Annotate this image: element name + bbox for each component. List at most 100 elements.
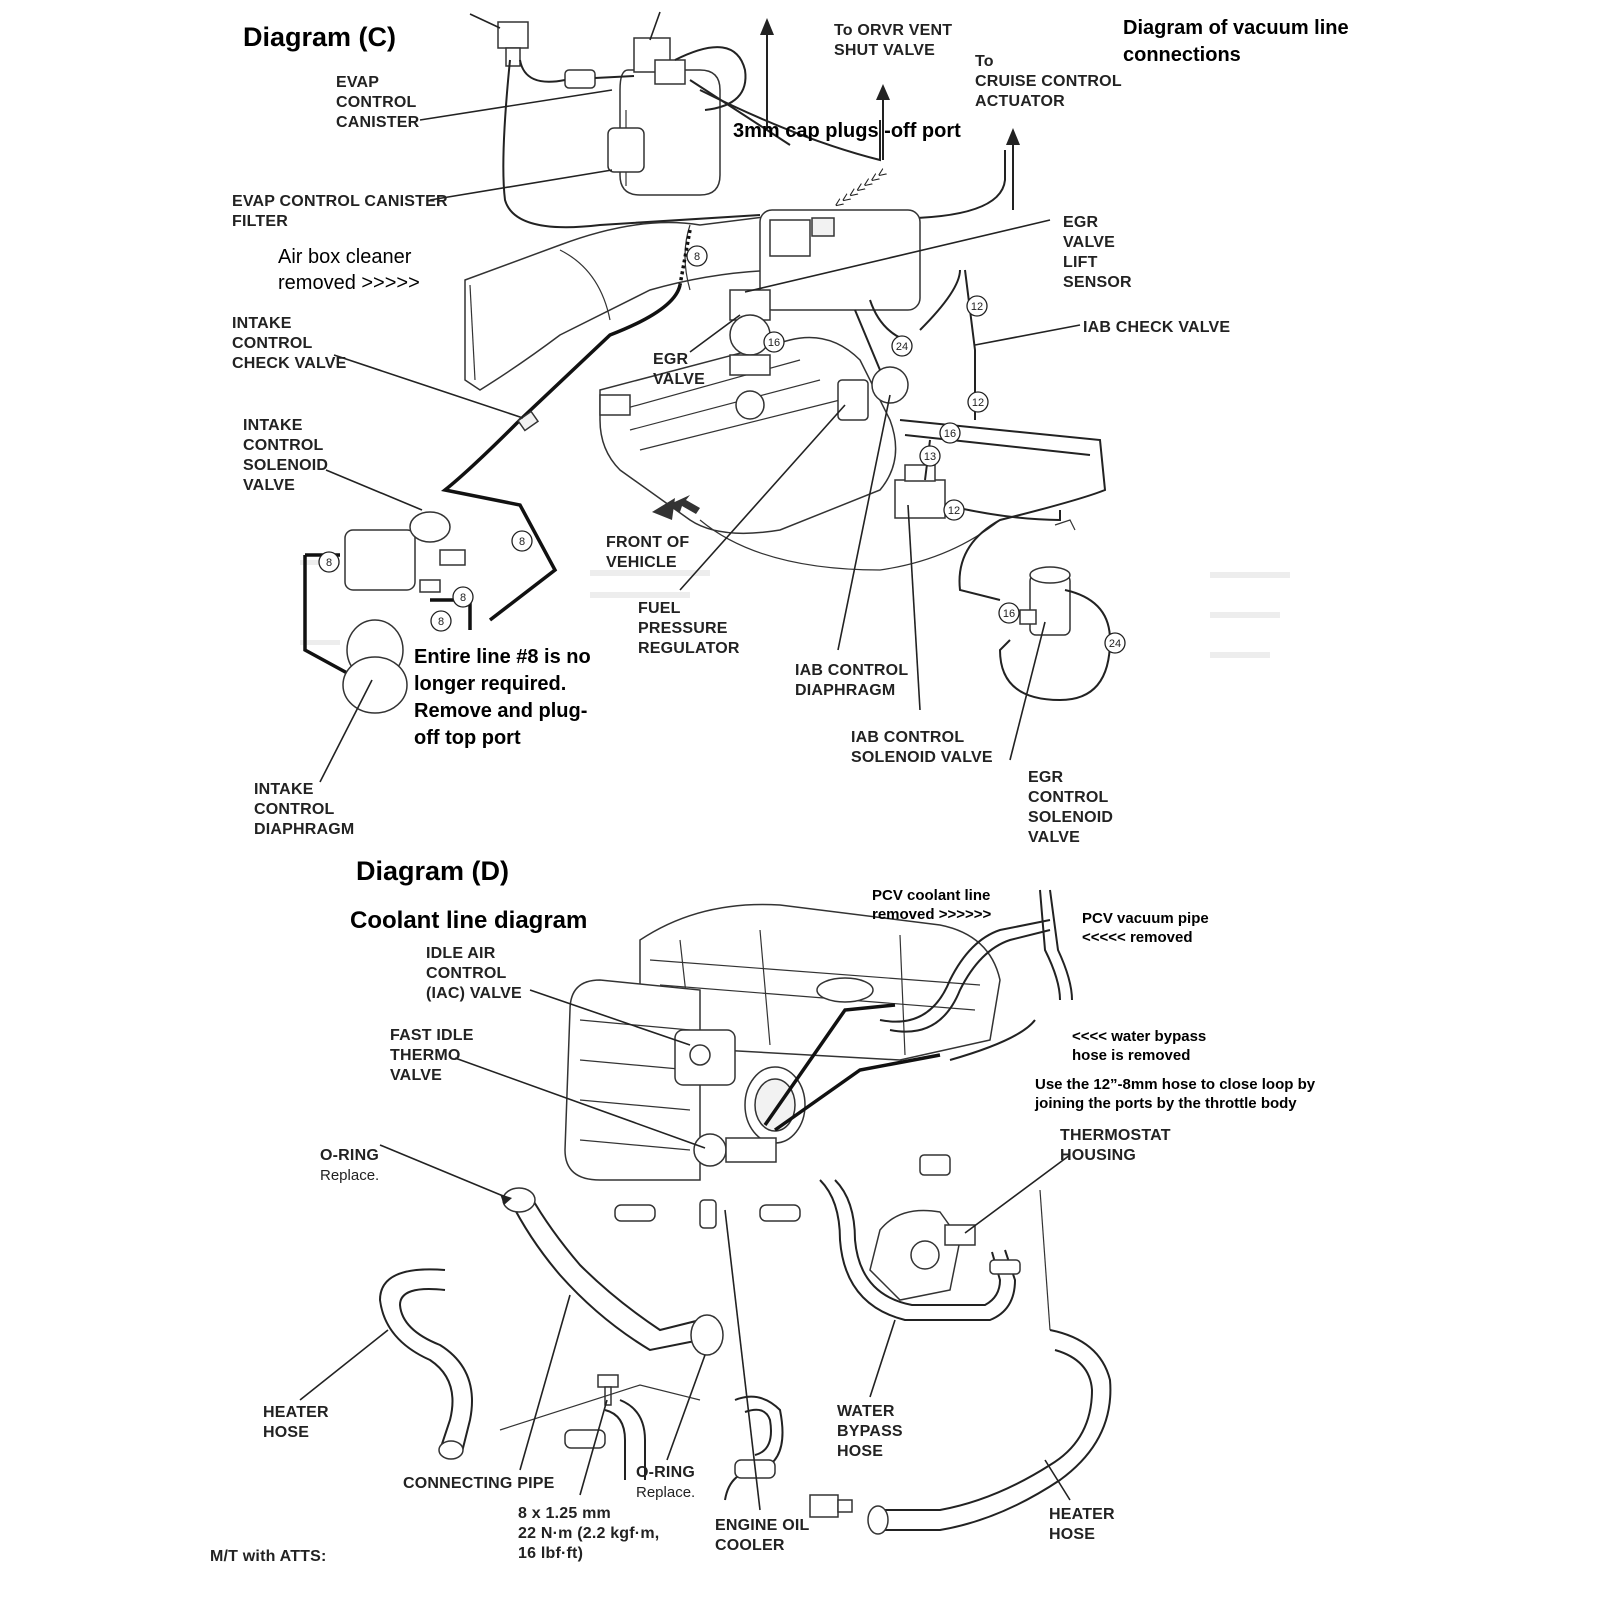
faded-background-text	[300, 560, 1290, 658]
svg-text:12: 12	[948, 505, 960, 517]
label-water-bypass-hose: WATER BYPASS HOSE	[837, 1403, 907, 1460]
iac-valve-body	[674, 1029, 736, 1086]
diagram-c-artwork: <<<<<<<	[300, 11, 1290, 714]
label-bolt-spec: 8 x 1.25 mm 22 N·m (2.2 kgf·m, 16 lbf·ft…	[518, 1505, 664, 1562]
label-evap-filter: EVAP CONTROL CANISTER FILTER	[232, 193, 452, 230]
note-pcv-coolant: PCV coolant line removed >>>>>>	[872, 887, 995, 923]
label-heater-hose-right: HEATER HOSE	[1049, 1506, 1119, 1543]
svg-text:13: 13	[924, 451, 936, 463]
label-fuel-pressure-regulator: FUEL PRESSURE REGULATOR	[638, 600, 740, 657]
egr-solenoid-body	[1019, 566, 1071, 636]
label-mt-with-atts: M/T with ATTS:	[210, 1548, 327, 1565]
evap-canister-body	[619, 11, 721, 196]
label-heater-hose-left: HEATER HOSE	[263, 1404, 333, 1441]
svg-text:16: 16	[1003, 608, 1015, 620]
svg-text:8: 8	[326, 557, 332, 569]
note-cap-plugs: 3mm cap plugs -off port	[733, 120, 961, 142]
intake-solenoid-body	[344, 511, 466, 593]
label-thermostat-housing: THERMOSTAT HOUSING	[1060, 1127, 1175, 1164]
tag-24-b: 24	[1104, 632, 1126, 654]
label-evap-canister: EVAP CONTROL CANISTER	[336, 74, 421, 131]
tag-13: 13	[919, 445, 941, 467]
vacuum-header-note: Diagram of vacuum line connections	[1123, 17, 1354, 66]
oil-cooler-fitting	[809, 1494, 853, 1518]
diagram-d-artwork	[378, 889, 1112, 1535]
diagram-d-subtitle: Coolant line diagram	[350, 907, 587, 934]
note-pcv-vacuum: PCV vacuum pipe <<<<< removed	[1082, 910, 1213, 946]
tag-16-a: 16	[763, 331, 785, 353]
evap-purge-valve-top-left	[469, 13, 529, 67]
diagram-d-text: Diagram (D) Coolant line diagram PCV coo…	[210, 856, 1319, 1565]
note-air-box: Air box cleaner removed >>>>>	[278, 246, 420, 294]
svg-text:8: 8	[438, 616, 444, 628]
svg-text:24: 24	[896, 341, 908, 353]
label-egr-valve: EGR VALVE	[653, 351, 705, 388]
svg-text:12: 12	[971, 301, 983, 313]
intake-check-valve-body	[516, 410, 540, 432]
evap-filter-body	[607, 110, 645, 186]
diagram-c-leaders	[319, 89, 1081, 783]
diagram-d-title: Diagram (D)	[356, 856, 509, 886]
note-close-loop: Use the 12”-8mm hose to close loop by jo…	[1034, 1076, 1319, 1112]
iab-solenoid-body	[894, 464, 946, 519]
small-fittings	[564, 1154, 1021, 1479]
svg-text:8: 8	[694, 251, 700, 263]
label-egr-solenoid: EGR CONTROL SOLENOID VALVE	[1028, 769, 1118, 846]
cap-plug-indicator: <<<<<<<	[831, 164, 891, 213]
air-intake-duct	[464, 214, 791, 391]
label-engine-oil-cooler: ENGINE OIL COOLER	[715, 1517, 814, 1554]
tag-8-d: 8	[452, 586, 474, 608]
svg-text:24: 24	[1109, 638, 1121, 650]
tag-8-e: 8	[430, 610, 452, 632]
label-orvr: To ORVR VENT SHUT VALVE	[834, 22, 957, 59]
svg-text:<<<<<<<: <<<<<<<	[831, 164, 891, 213]
label-iab-solenoid: IAB CONTROL SOLENOID VALVE	[851, 729, 993, 766]
label-front-of-vehicle: FRONT OF VEHICLE	[606, 534, 694, 571]
intake-manifold	[599, 336, 1001, 571]
tag-16-b: 16	[939, 422, 961, 444]
label-o-ring-2-replace: Replace.	[636, 1484, 695, 1501]
note-line-8: Entire line #8 is no longer required. Re…	[414, 646, 596, 749]
tag-8-c: 8	[318, 551, 340, 573]
intake-manifold-d	[564, 979, 701, 1181]
note-bypass-removed: <<<< water bypass hose is removed	[1072, 1028, 1210, 1064]
throttle-body	[759, 209, 921, 311]
tag-24-a: 24	[891, 335, 913, 357]
thermostat-housing-body	[869, 1209, 976, 1301]
egr-valve-body	[729, 289, 771, 376]
label-intake-solenoid: INTAKE CONTROL SOLENOID VALVE	[243, 417, 333, 494]
label-intake-diaphragm: INTAKE CONTROL DIAPHRAGM	[254, 781, 354, 838]
intake-diaphragm-body	[342, 619, 408, 714]
tag-12-b: 12	[967, 391, 989, 413]
diagram-d-leaders	[299, 989, 1071, 1511]
label-cruise: To CRUISE CONTROL ACTUATOR	[975, 53, 1126, 110]
tag-12-a: 12	[966, 295, 988, 317]
label-fast-idle-thermo-valve: FAST IDLE THERMO VALVE	[390, 1027, 478, 1084]
diagram-c-title: Diagram (C)	[243, 22, 396, 52]
fast-idle-thermo-valve-body	[693, 1133, 777, 1167]
tag-8-b: 8	[511, 530, 533, 552]
svg-text:8: 8	[519, 536, 525, 548]
diagram-c-text: Diagram (C) Diagram of vacuum line conne…	[232, 17, 1354, 846]
svg-text:16: 16	[944, 428, 956, 440]
label-iab-diaphragm: IAB CONTROL DIAPHRAGM	[795, 662, 913, 699]
tag-12-c: 12	[943, 499, 965, 521]
svg-text:8: 8	[460, 592, 466, 604]
label-o-ring-1: O-RING	[320, 1147, 379, 1164]
tag-16-c: 16	[998, 602, 1020, 624]
label-iab-check-valve: IAB CHECK VALVE	[1083, 319, 1230, 336]
svg-text:12: 12	[972, 397, 984, 409]
label-iac-valve: IDLE AIR CONTROL (IAC) VALVE	[426, 945, 522, 1002]
arrow-to-orvr	[760, 18, 890, 160]
inline-filter-top	[564, 69, 596, 89]
fuel-pressure-regulator-body	[837, 366, 909, 421]
label-connecting-pipe: CONNECTING PIPE	[403, 1475, 555, 1492]
arrow-to-cruise	[1006, 128, 1020, 210]
bolt-fitting	[597, 1374, 646, 1480]
label-o-ring-1-replace: Replace.	[320, 1167, 379, 1184]
tag-8-a: 8	[686, 245, 708, 267]
svg-text:16: 16	[768, 337, 780, 349]
label-egr-lift-sensor: EGR VALVE LIFT SENSOR	[1063, 214, 1132, 291]
